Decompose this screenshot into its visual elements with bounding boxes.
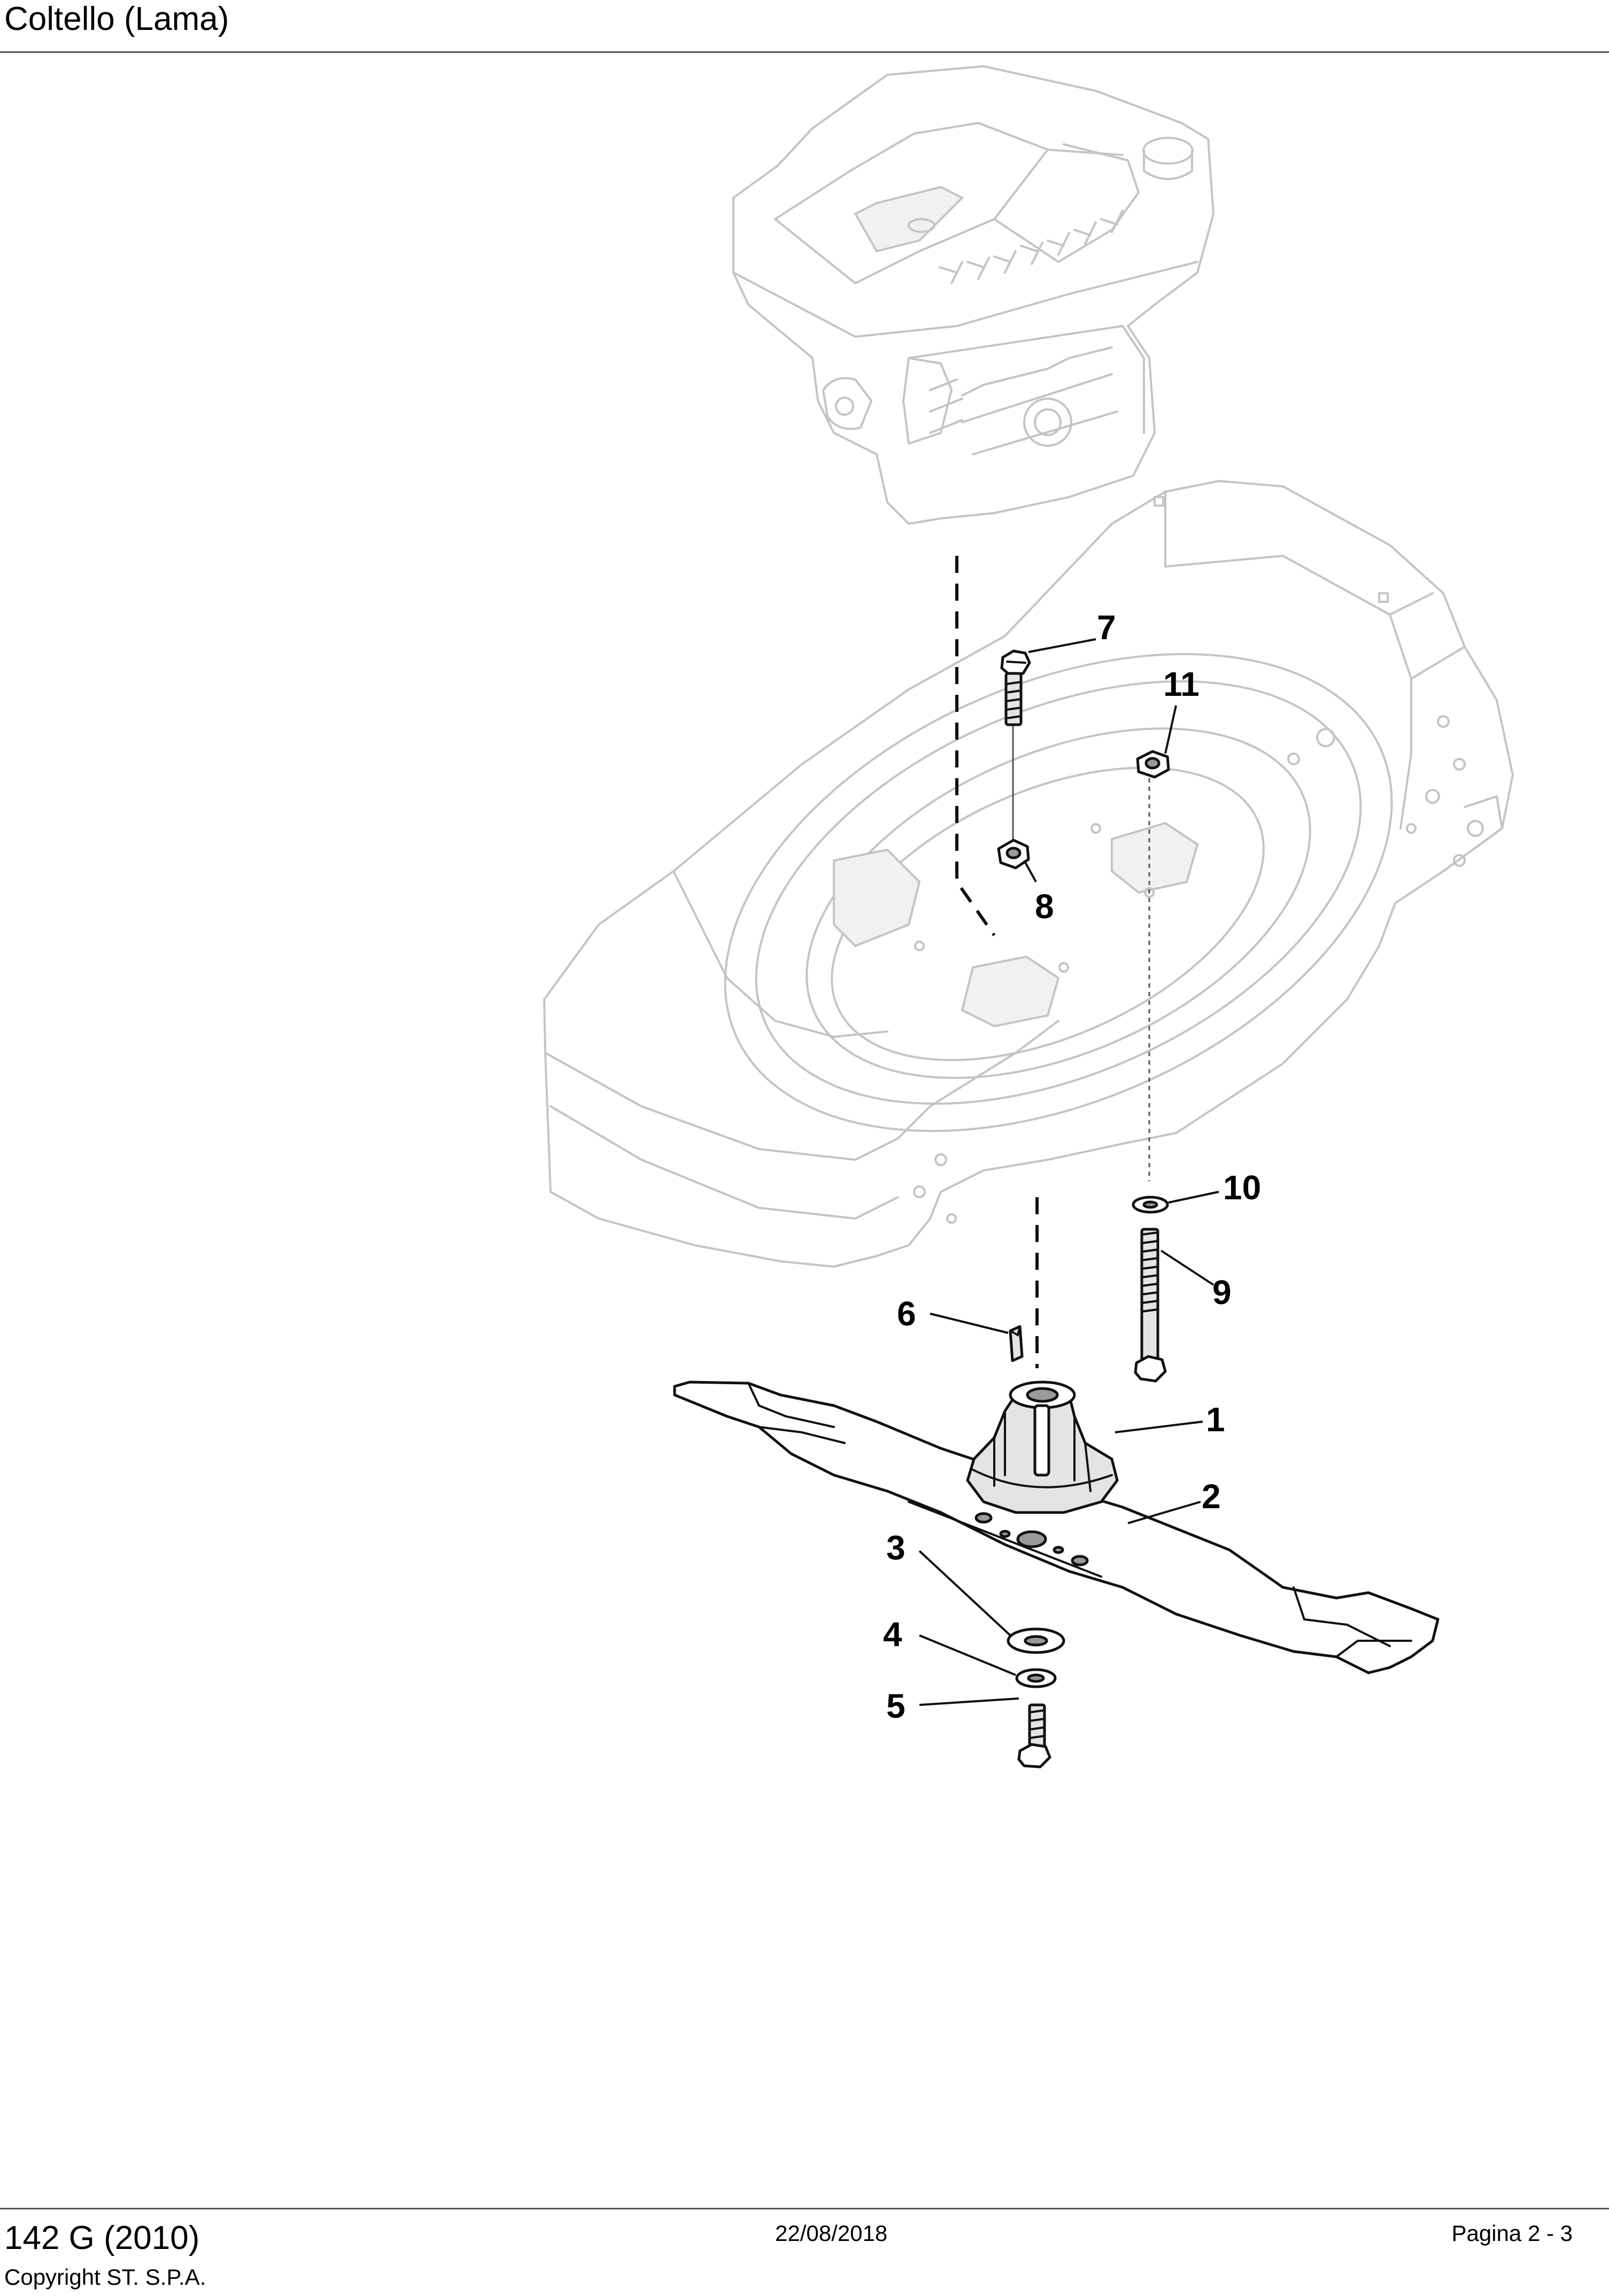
part-7-bolt <box>1000 649 1031 726</box>
callout-9: 9 <box>1212 1273 1232 1312</box>
callout-3: 3 <box>886 1529 906 1567</box>
exploded-parts-diagram: 7 11 8 10 9 6 1 2 3 4 5 <box>543 65 1514 1768</box>
footer-divider <box>0 2208 1609 2209</box>
callout-8: 8 <box>1035 887 1054 926</box>
part-3-washer <box>1007 1627 1065 1654</box>
callout-1: 1 <box>1206 1400 1225 1439</box>
footer-page-number: Pagina 2 - 3 <box>1451 2221 1573 2246</box>
callout-11: 11 <box>1163 665 1200 703</box>
engine-ghost <box>732 65 1215 525</box>
callout-10: 10 <box>1223 1168 1261 1207</box>
page-title: Coltello (Lama) <box>4 1 229 37</box>
part-1-blade-hub <box>966 1380 1119 1514</box>
part-11-nut <box>1136 750 1170 779</box>
footer-model: 142 G (2010) <box>4 2220 200 2256</box>
part-2-blade <box>673 1380 1440 1674</box>
part-9-bolt <box>1134 1228 1167 1383</box>
part-5-bolt <box>1017 1703 1051 1768</box>
callout-6: 6 <box>897 1294 916 1333</box>
callout-5: 5 <box>886 1687 906 1725</box>
footer-date: 22/08/2018 <box>775 2221 888 2246</box>
part-4-washer <box>1015 1668 1057 1688</box>
mower-deck-ghost <box>543 480 1514 1268</box>
part-10-washer <box>1132 1196 1169 1214</box>
part-8-nut <box>997 839 1030 870</box>
footer-copyright: Copyright ST. S.P.A. <box>4 2264 206 2290</box>
callout-leaders <box>918 638 1219 1706</box>
callout-7: 7 <box>1097 608 1116 647</box>
callout-4: 4 <box>883 1615 902 1654</box>
header-divider <box>0 51 1609 53</box>
callout-2: 2 <box>1202 1477 1221 1516</box>
part-6-key <box>1009 1325 1024 1362</box>
